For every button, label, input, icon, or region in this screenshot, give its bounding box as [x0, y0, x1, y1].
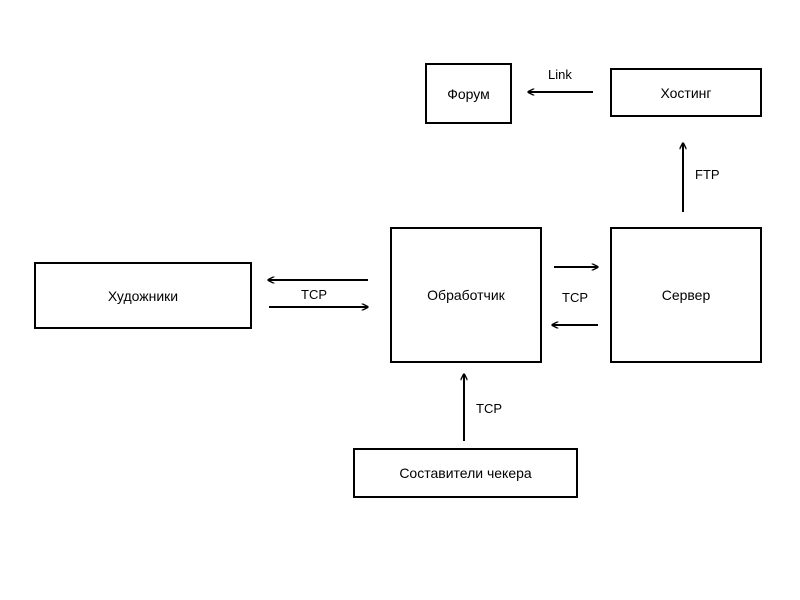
edge-label-ftp: FTP [695, 167, 720, 182]
edge-label-tcp-server: TCP [562, 290, 588, 305]
edge-label-tcp-checker: TCP [476, 401, 502, 416]
node-artists-label: Художники [107, 287, 179, 304]
node-forum: Форум [425, 63, 512, 124]
node-checker-makers: Составители чекера [353, 448, 578, 498]
node-server: Сервер [610, 227, 762, 363]
edge-label-tcp-artists: TCP [301, 287, 327, 302]
node-hosting-label: Хостинг [660, 84, 712, 101]
node-hosting: Хостинг [610, 68, 762, 117]
node-processor: Обработчик [390, 227, 542, 363]
node-processor-label: Обработчик [427, 287, 505, 303]
node-server-label: Сервер [661, 287, 711, 303]
node-artists: Художники [34, 262, 252, 329]
node-forum-label: Форум [447, 85, 490, 102]
edge-label-link: Link [548, 67, 572, 82]
node-checker-makers-label: Составители чекера [399, 465, 532, 481]
